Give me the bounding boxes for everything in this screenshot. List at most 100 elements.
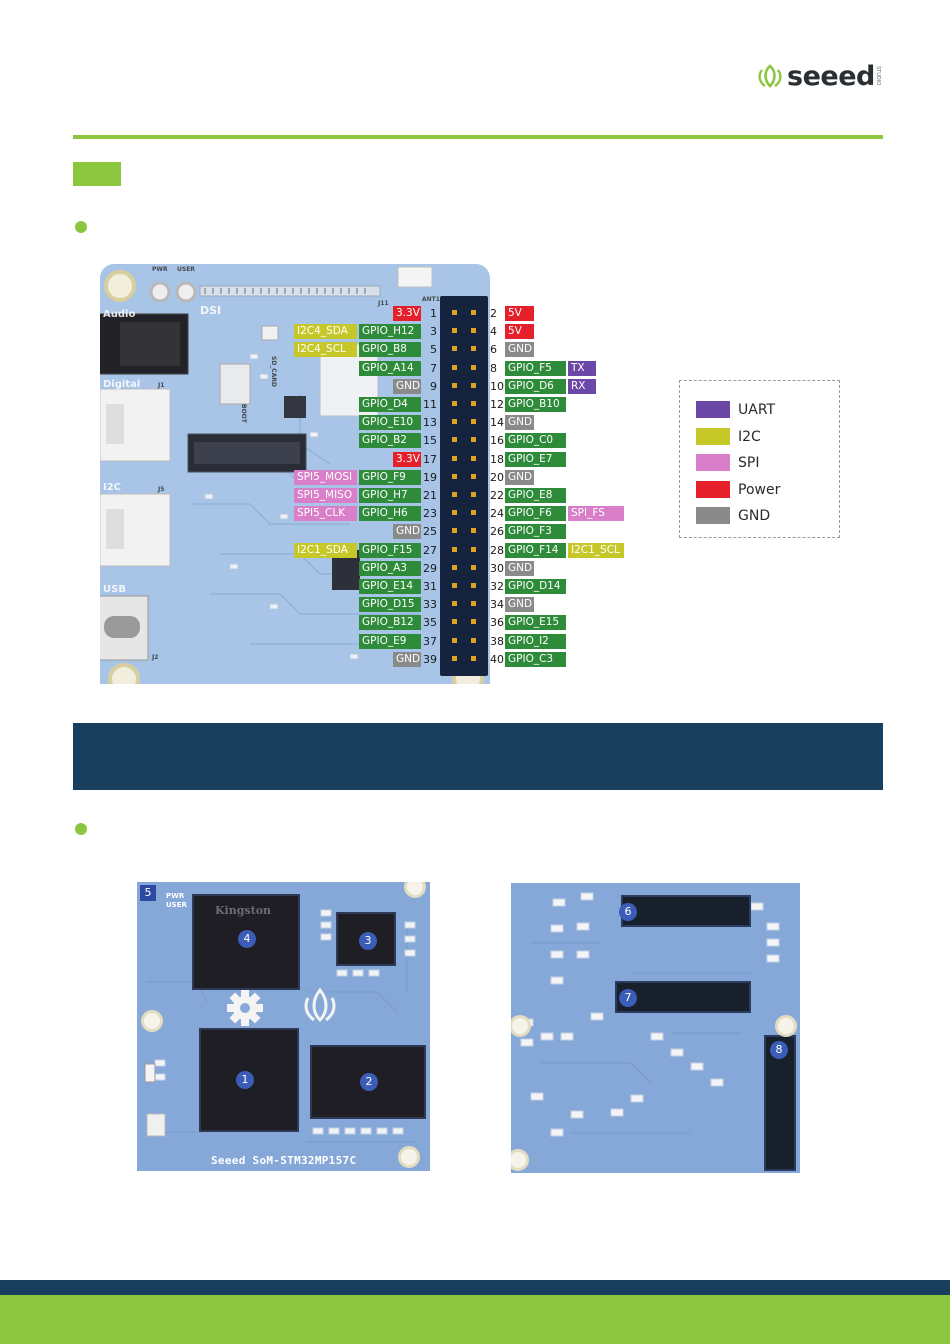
section-tag (73, 162, 121, 186)
legend-swatch (696, 427, 730, 445)
pin-gnd-label: GND (505, 342, 534, 358)
kingston-label: Kingston (215, 904, 272, 917)
legend-label: SPI (738, 455, 760, 471)
board-graphic (100, 266, 484, 684)
pin-gpio-label: GPIO_E10 (359, 415, 421, 431)
pin-number: 34 (490, 598, 504, 612)
bullet-som (75, 823, 87, 835)
pin-gpio-label: GPIO_F14 (505, 542, 566, 558)
silk-user: USER (177, 266, 195, 273)
badge-7: 7 (619, 989, 637, 1007)
pin-number: 23 (423, 507, 437, 521)
legend-swatch (696, 454, 730, 471)
legend-swatch (696, 480, 730, 498)
silk-i2c: I2C (103, 482, 122, 493)
som-user-label: USER (166, 901, 187, 909)
pin-gnd-label: GND (393, 524, 421, 540)
pin-gpio-label: GPIO_H7 (359, 488, 421, 503)
pin-gpio-label: GPIO_I2 (505, 633, 566, 649)
pin-number: 14 (490, 416, 504, 430)
pin-gpio-label: GPIO_C3 (505, 651, 566, 667)
legend-label: Power (738, 481, 781, 498)
header-pin (471, 328, 476, 334)
pin-gpio-label: GPIO_F9 (359, 469, 421, 485)
header-pin (471, 528, 476, 534)
pin-gpio-label: GPIO_E9 (359, 633, 421, 649)
header-pin (452, 601, 457, 607)
pin-spi-alt-label: SPI5_MOSI (294, 469, 357, 485)
pin-number: 35 (423, 616, 437, 630)
badge-4: 4 (238, 930, 256, 948)
legend-label: GND (738, 508, 771, 524)
header-pin (471, 437, 476, 443)
header-pin (452, 637, 457, 643)
pin-gpio-label: GPIO_F5 (505, 360, 566, 376)
header-pin (452, 655, 457, 661)
footer-band-green (0, 1295, 950, 1344)
pin-gpio-label: GPIO_D14 (505, 579, 566, 594)
pin-number: 37 (423, 634, 437, 648)
pin-gpio-label: GPIO_B2 (359, 433, 421, 449)
silk-j11: J11 (378, 300, 389, 307)
mount-hole (141, 1010, 163, 1032)
badge-2: 2 (360, 1073, 378, 1091)
mount-hole (511, 1015, 531, 1037)
header-pin (471, 401, 476, 406)
silk-pwr: PWR (152, 266, 168, 273)
pin-number: 33 (423, 598, 437, 612)
pin-gpio-label: GPIO_H6 (359, 506, 421, 522)
pin-number: 36 (490, 616, 504, 630)
pin-power-label: 5V (505, 306, 534, 321)
header-pin (452, 346, 457, 352)
header-pin (452, 619, 457, 625)
header-pin (452, 419, 457, 425)
pin-number: 38 (490, 634, 504, 648)
pin-gpio-label: GPIO_D4 (359, 397, 421, 412)
leaf-logo-icon (758, 64, 782, 88)
pin-gpio-label: GPIO_H12 (359, 324, 421, 340)
header-pin (452, 510, 457, 516)
pin-number: 28 (490, 543, 504, 557)
seeed-logo: seeed STUDIO (757, 60, 887, 92)
pin-number: 5 (430, 343, 437, 357)
pin-number: 40 (490, 652, 504, 666)
header-pin (471, 492, 476, 497)
pin-power-label: 5V (505, 324, 534, 340)
header-pin (452, 583, 457, 588)
pin-number: 9 (430, 379, 437, 393)
pin-number: 7 (430, 361, 437, 375)
header-pin (452, 528, 457, 534)
silk-j5: J5 (158, 486, 165, 493)
silk-j1: J1 (158, 382, 165, 389)
silk-boot: BOOT (240, 404, 247, 423)
legend-swatch (696, 507, 730, 524)
pin-number: 13 (423, 416, 437, 430)
header-pin (471, 655, 476, 661)
gpio-header-40pin (440, 296, 488, 676)
pin-number: 30 (490, 561, 504, 575)
pin-number: 11 (423, 398, 437, 411)
header-pin (471, 346, 476, 352)
silk-digital: Digital (103, 379, 141, 390)
silk-j2: J2 (152, 654, 159, 661)
pin-i2c-alt-label: I2C1_SCL (568, 542, 624, 558)
pin-spi-alt-label: SPI5_CLK (294, 506, 357, 522)
legend-label: I2C (738, 428, 761, 445)
pin-number: 25 (423, 525, 437, 539)
pin-power-label: 3.3V (393, 306, 421, 321)
pin-gpio-label: GPIO_E8 (505, 488, 566, 503)
pin-number: 22 (490, 489, 504, 502)
pin-gpio-label: GPIO_F15 (359, 542, 421, 558)
pin-number: 39 (423, 652, 437, 666)
pin-number: 3 (430, 325, 437, 339)
pin-gpio-label: GPIO_E15 (505, 615, 566, 631)
pin-gnd-label: GND (505, 560, 534, 576)
badge-6: 6 (619, 903, 637, 921)
pin-gpio-label: GPIO_E7 (505, 451, 566, 467)
som-front-traces (144, 909, 417, 1143)
pin-number: 4 (490, 325, 497, 339)
pin-gpio-label: GPIO_F6 (505, 506, 566, 522)
pin-spi-alt-label: SPI5_MISO (294, 488, 357, 503)
pin-gpio-label: GPIO_A14 (359, 360, 421, 376)
pin-gpio-label: GPIO_D15 (359, 597, 421, 613)
